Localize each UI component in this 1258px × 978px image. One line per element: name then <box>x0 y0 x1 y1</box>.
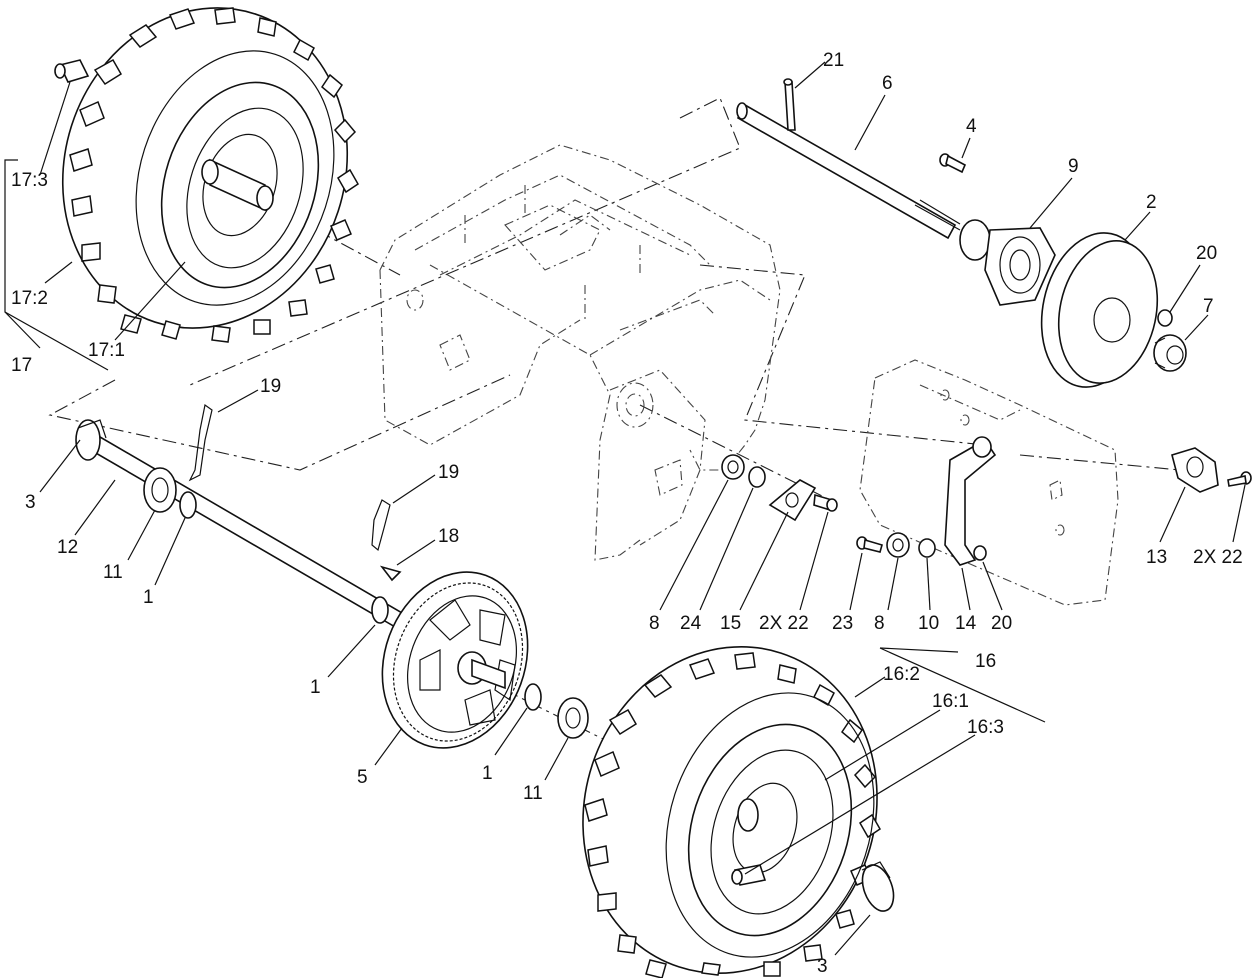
callout-20a: 20 <box>1196 243 1217 264</box>
callout-8a: 8 <box>649 613 660 634</box>
callout-19b: 19 <box>438 462 459 483</box>
callout-12: 12 <box>57 537 78 558</box>
bearing-8a <box>721 454 745 480</box>
callout-17-2: 17:2 <box>11 288 48 309</box>
drum-2 <box>1040 232 1159 388</box>
pinion-7 <box>1153 334 1187 372</box>
side-plate-phantom <box>859 359 1119 606</box>
callout-14: 14 <box>955 613 977 634</box>
callout-17-3: 17:3 <box>11 170 48 191</box>
screw-22b <box>1227 471 1252 487</box>
callout-8b: 8 <box>874 613 885 634</box>
callout-15: 15 <box>720 613 741 634</box>
bolt-23 <box>856 536 883 553</box>
key-18 <box>379 565 402 582</box>
hairpin-3a <box>75 419 107 461</box>
callout-1c: 1 <box>482 763 493 784</box>
flange-hub-9 <box>959 219 1056 306</box>
callout-11a: 11 <box>103 562 123 583</box>
callout-19a: 19 <box>260 376 281 397</box>
callout-23: 23 <box>832 613 853 634</box>
spacer-10 <box>918 538 936 558</box>
nut-20b <box>973 545 987 561</box>
callout-17-1: 17:1 <box>88 340 125 361</box>
washer-1c <box>524 683 542 711</box>
callout-labels: 21 6 4 9 2 20 7 17:3 17:2 17:1 17 19 19 … <box>11 50 1243 977</box>
callout-20b: 20 <box>991 613 1012 634</box>
callout-16-2: 16:2 <box>883 664 920 685</box>
callout-17: 17 <box>11 355 32 376</box>
bolt-4 <box>939 153 967 174</box>
callout-21: 21 <box>823 50 844 71</box>
callout-5: 5 <box>357 767 368 788</box>
pin-21 <box>783 78 796 131</box>
flange-15 <box>768 479 817 522</box>
callout-3a: 3 <box>25 492 36 513</box>
washer-1b <box>371 596 389 624</box>
callout-6: 6 <box>882 73 893 94</box>
callout-9: 9 <box>1068 156 1079 177</box>
rim-16-1 <box>687 723 853 937</box>
washer-24 <box>748 466 766 488</box>
flange-bearing-11b <box>557 697 589 739</box>
callout-16-3: 16:3 <box>967 717 1004 738</box>
callout-2x22a: 2X 22 <box>759 613 809 634</box>
shift-arm-14 <box>944 436 997 566</box>
callout-10: 10 <box>918 613 939 634</box>
callout-2: 2 <box>1146 192 1157 213</box>
callout-18: 18 <box>438 526 459 547</box>
hairpin-19a <box>188 403 213 482</box>
frame-phantom <box>379 144 781 561</box>
hairpin-3b <box>861 861 895 912</box>
wheel-assembly-16 <box>582 646 881 978</box>
screw-22a <box>813 493 838 512</box>
rim-17-1 <box>160 81 320 289</box>
leader-lines <box>4 61 1246 956</box>
bearing-8b <box>886 532 910 558</box>
callout-11b: 11 <box>523 783 543 804</box>
callout-1b: 1 <box>310 677 321 698</box>
callout-4: 4 <box>966 116 977 137</box>
callout-1a: 1 <box>143 587 154 608</box>
callout-13: 13 <box>1146 547 1167 568</box>
shaft-6 <box>736 102 961 240</box>
gear-5 <box>381 571 529 749</box>
valve-stem-17-3 <box>54 59 90 83</box>
nut-20a <box>1157 309 1173 327</box>
callout-16: 16 <box>975 651 996 672</box>
washer-1a <box>179 491 197 519</box>
callout-2x22b: 2X 22 <box>1193 547 1243 568</box>
callout-7: 7 <box>1203 296 1214 317</box>
callout-24: 24 <box>680 613 702 634</box>
hairpin-19b <box>371 499 391 552</box>
callout-16-1: 16:1 <box>932 691 969 712</box>
wheel-assembly-17 <box>54 7 359 343</box>
flange-bearing-11a <box>143 467 177 513</box>
bearing-flange-13 <box>1171 447 1219 493</box>
callout-3b: 3 <box>817 956 828 977</box>
valve-stem-16-3 <box>731 864 767 886</box>
